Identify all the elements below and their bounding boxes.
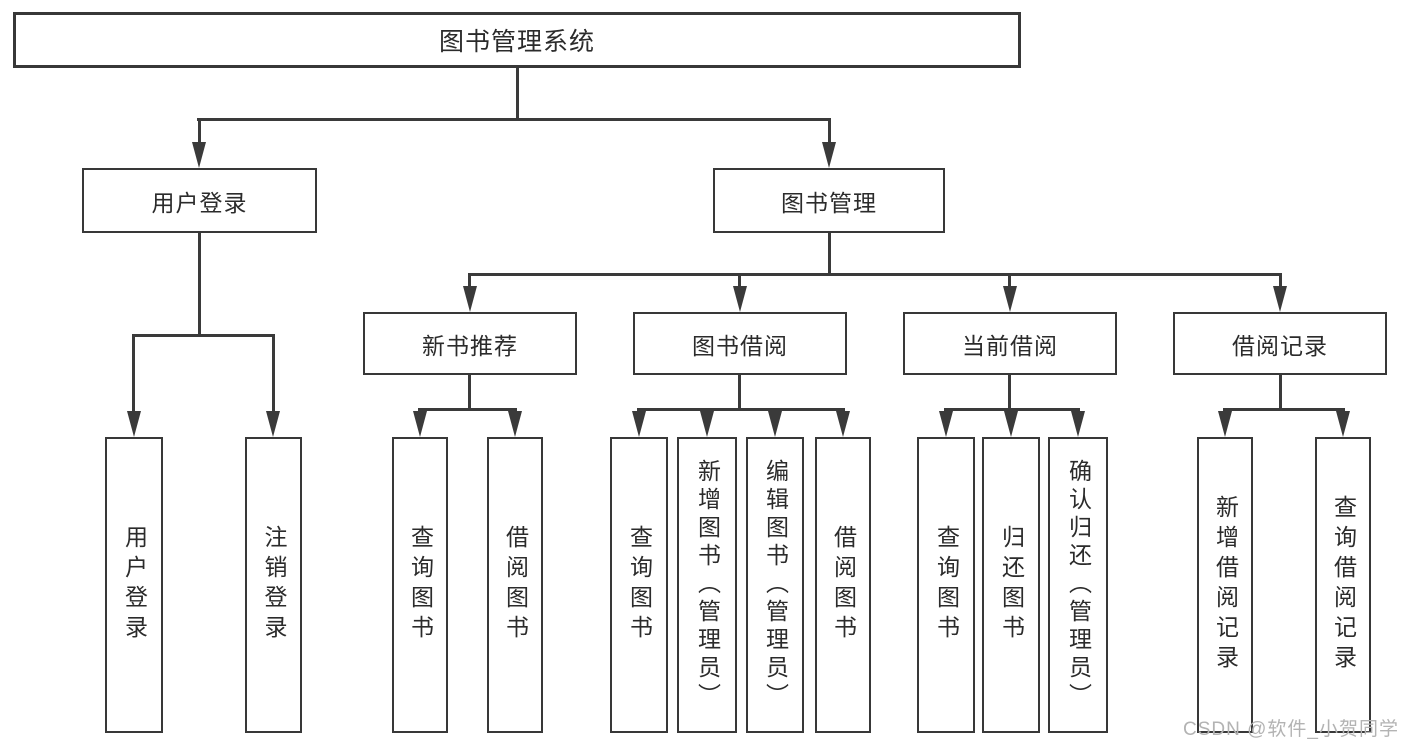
arrowhead-borrow bbox=[733, 286, 747, 312]
leaf-current-confirm-return-label: 确认归还（管理员） bbox=[1065, 459, 1092, 711]
connector-root-stem bbox=[516, 68, 519, 121]
node-root-label: 图书管理系统 bbox=[438, 28, 595, 56]
arrowhead-borrow-borrow bbox=[836, 411, 850, 437]
connector-user-login-stem bbox=[198, 233, 201, 337]
node-user-login-label: 用户登录 bbox=[151, 189, 248, 216]
connector-current-bar bbox=[944, 408, 1080, 411]
arrowhead-current-return bbox=[1004, 411, 1018, 437]
arrowhead-leaf-user-login bbox=[127, 411, 141, 437]
connector-user-login-bar bbox=[132, 334, 275, 337]
leaf-current-query-books: 查询图书 bbox=[917, 437, 975, 733]
connector-records-drop bbox=[1279, 273, 1282, 288]
node-root: 图书管理系统 bbox=[13, 12, 1021, 68]
leaf-records-query-record-label: 查询借阅记录 bbox=[1330, 495, 1357, 675]
leaf-current-query-books-label: 查询图书 bbox=[933, 525, 960, 645]
connector-recommend-stem bbox=[468, 375, 471, 411]
leaf-recommend-borrow-books-label: 借阅图书 bbox=[502, 525, 529, 645]
leaf-records-query-record: 查询借阅记录 bbox=[1315, 437, 1371, 733]
leaf-recommend-query-books-label: 查询图书 bbox=[407, 525, 434, 645]
connector-records-bar bbox=[1223, 408, 1345, 411]
leaf-current-return-books: 归还图书 bbox=[982, 437, 1040, 733]
leaf-current-return-books-label: 归还图书 bbox=[998, 525, 1025, 645]
watermark: CSDN @软件_小贺同学 bbox=[1183, 719, 1399, 740]
leaf-recommend-borrow-books: 借阅图书 bbox=[487, 437, 543, 733]
node-book-borrow: 图书借阅 bbox=[633, 312, 847, 375]
connector-book-management-drop bbox=[828, 118, 831, 146]
leaf-records-add-record-label: 新增借阅记录 bbox=[1212, 495, 1239, 675]
arrowhead-recommend-borrow bbox=[508, 411, 522, 437]
arrowhead-borrow-edit bbox=[768, 411, 782, 437]
arrowhead-borrow-query bbox=[632, 411, 646, 437]
arrowhead-current-query bbox=[939, 411, 953, 437]
arrowhead-user-login bbox=[192, 142, 206, 168]
leaf-borrow-edit-books-label: 编辑图书（管理员） bbox=[762, 459, 789, 711]
node-book-management-label: 图书管理 bbox=[781, 189, 877, 216]
arrowhead-book-management bbox=[822, 142, 836, 168]
leaf-user-login-label: 用户登录 bbox=[121, 525, 148, 645]
leaf-logout: 注销登录 bbox=[245, 437, 302, 733]
leaf-borrow-query-books: 查询图书 bbox=[610, 437, 668, 733]
node-new-book-recommend: 新书推荐 bbox=[363, 312, 577, 375]
connector-recommend-drop bbox=[468, 273, 471, 288]
arrowhead-current bbox=[1003, 286, 1017, 312]
arrowhead-current-confirm bbox=[1071, 411, 1085, 437]
arrowhead-borrow-add bbox=[700, 411, 714, 437]
connector-borrow-stem bbox=[738, 375, 741, 411]
connector-recommend-bar bbox=[418, 408, 517, 411]
leaf-borrow-borrow-books: 借阅图书 bbox=[815, 437, 871, 733]
leaf-borrow-edit-books: 编辑图书（管理员） bbox=[746, 437, 804, 733]
node-current-borrow-label: 当前借阅 bbox=[962, 332, 1058, 359]
leaf-recommend-query-books: 查询图书 bbox=[392, 437, 448, 733]
arrowhead-records-query bbox=[1336, 411, 1350, 437]
connector-book-management-stem bbox=[828, 233, 831, 276]
leaf-borrow-add-books: 新增图书（管理员） bbox=[677, 437, 737, 733]
arrowhead-records bbox=[1273, 286, 1287, 312]
node-book-borrow-label: 图书借阅 bbox=[692, 332, 788, 359]
arrowhead-recommend bbox=[463, 286, 477, 312]
node-book-management: 图书管理 bbox=[713, 168, 945, 233]
connector-level2-bar bbox=[197, 118, 831, 121]
arrowhead-leaf-logout bbox=[266, 411, 280, 437]
connector-user-login-drop bbox=[198, 118, 201, 146]
node-new-book-recommend-label: 新书推荐 bbox=[422, 332, 518, 359]
connector-borrow-drop bbox=[738, 273, 741, 288]
connector-current-stem bbox=[1008, 375, 1011, 411]
connector-current-drop bbox=[1008, 273, 1011, 288]
connector-borrow-bar bbox=[637, 408, 845, 411]
arrowhead-records-add bbox=[1218, 411, 1232, 437]
node-current-borrow: 当前借阅 bbox=[903, 312, 1117, 375]
connector-records-stem bbox=[1279, 375, 1282, 411]
leaf-records-add-record: 新增借阅记录 bbox=[1197, 437, 1253, 733]
leaf-borrow-add-books-label: 新增图书（管理员） bbox=[694, 459, 721, 711]
node-borrow-records-label: 借阅记录 bbox=[1232, 332, 1328, 359]
connector-level3-bar bbox=[468, 273, 1282, 276]
leaf-user-login: 用户登录 bbox=[105, 437, 163, 733]
leaf-borrow-query-books-label: 查询图书 bbox=[626, 525, 653, 645]
leaf-current-confirm-return: 确认归还（管理员） bbox=[1048, 437, 1108, 733]
leaf-logout-label: 注销登录 bbox=[261, 525, 287, 645]
node-borrow-records: 借阅记录 bbox=[1173, 312, 1387, 375]
connector-leaf-user-login-drop bbox=[132, 334, 135, 415]
leaf-borrow-borrow-books-label: 借阅图书 bbox=[830, 525, 857, 645]
connector-leaf-logout-drop bbox=[272, 334, 275, 415]
arrowhead-recommend-query bbox=[413, 411, 427, 437]
node-user-login: 用户登录 bbox=[82, 168, 317, 233]
